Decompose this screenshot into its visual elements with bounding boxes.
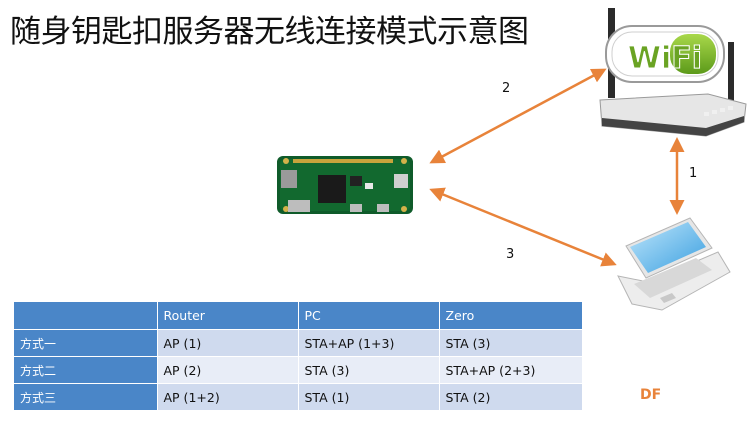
edge-label-2: 2 bbox=[502, 81, 510, 96]
table-cell: STA (2) bbox=[439, 383, 583, 411]
table-row: 方式三 AP (1+2) STA (1) STA (2) bbox=[14, 383, 583, 411]
table-row: 方式二 AP (2) STA (3) STA+AP (2+3) bbox=[14, 356, 583, 384]
table-cell: STA (3) bbox=[439, 329, 583, 357]
header-cell-router: Router bbox=[157, 302, 299, 330]
table-row: 方式一 AP (1) STA+AP (1+3) STA (3) bbox=[14, 329, 583, 357]
table-cell: STA+AP (1+3) bbox=[298, 329, 440, 357]
table-cell: AP (1) bbox=[157, 329, 299, 357]
wifi-router: WiFi bbox=[599, 8, 747, 137]
table-cell: AP (2) bbox=[157, 356, 299, 384]
table-cell: STA+AP (2+3) bbox=[439, 356, 583, 384]
arrow-router-pi bbox=[429, 68, 607, 164]
table-header-row: Router PC Zero bbox=[14, 302, 583, 330]
raspberry-pi-zero-board bbox=[277, 156, 413, 214]
laptop bbox=[617, 217, 731, 311]
header-cell-empty bbox=[14, 302, 158, 330]
table-cell: STA (1) bbox=[298, 383, 440, 411]
edge-label-1: 1 bbox=[689, 166, 697, 181]
connection-arrows bbox=[429, 68, 685, 267]
row-label: 方式一 bbox=[14, 329, 158, 357]
header-cell-zero: Zero bbox=[439, 302, 583, 330]
table-cell: AP (1+2) bbox=[157, 383, 299, 411]
diagram-title: 随身钥匙扣服务器无线连接模式示意图 bbox=[10, 14, 529, 50]
connection-mode-table: Router PC Zero 方式一 AP (1) STA+AP (1+3) S… bbox=[14, 302, 583, 411]
row-label: 方式三 bbox=[14, 383, 158, 411]
row-label: 方式二 bbox=[14, 356, 158, 384]
watermark-text: DF bbox=[640, 387, 662, 403]
wifi-logo-text: WiFi bbox=[628, 41, 702, 76]
arrow-laptop-pi bbox=[429, 187, 617, 267]
table-cell: STA (3) bbox=[298, 356, 440, 384]
edge-label-3: 3 bbox=[506, 247, 514, 262]
header-cell-pc: PC bbox=[298, 302, 440, 330]
